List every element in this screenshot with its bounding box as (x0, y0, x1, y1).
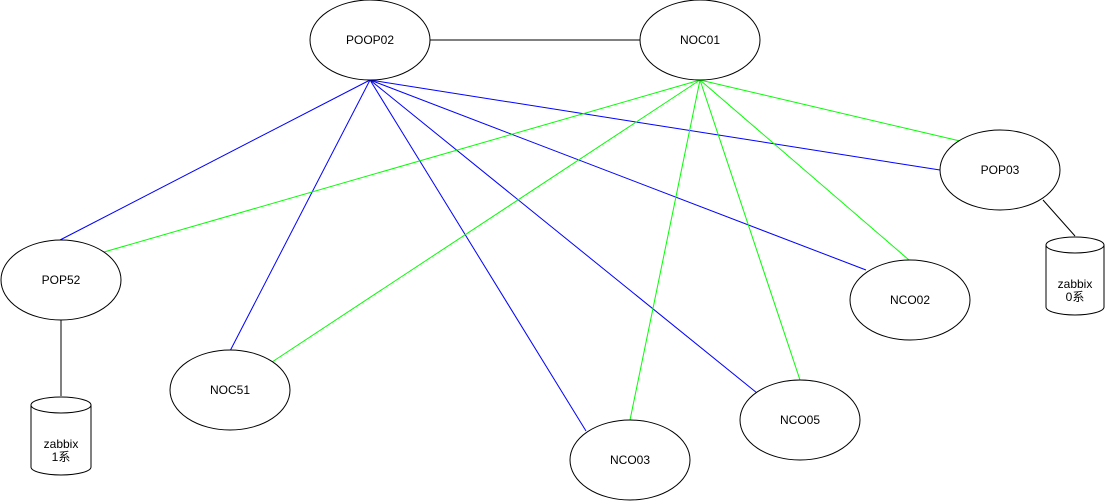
node-label: NCO05 (780, 413, 820, 427)
ellipse-shape (849, 259, 971, 341)
database-label-line2: 1系 (52, 450, 71, 464)
database-label-line1: zabbix (44, 437, 79, 451)
link-poop02-nco05 (369, 79, 758, 394)
ellipse-shape (569, 419, 691, 501)
ellipse-shape (639, 0, 761, 81)
link-noc01-nco05 (699, 79, 801, 381)
cylinder-icon (1045, 236, 1105, 316)
node-label: POP03 (981, 163, 1020, 177)
link-noc01-nco03 (629, 79, 701, 421)
ellipse-shape (309, 0, 431, 81)
database-label-line1: zabbix (1058, 277, 1093, 291)
link-noc01-nco02 (699, 79, 910, 261)
ellipse-shape (0, 239, 122, 321)
node-label: NCO03 (610, 453, 650, 467)
cylinder-top (30, 404, 92, 414)
ellipse-shape (939, 129, 1061, 211)
link-poop02-nco03 (369, 79, 587, 432)
link-noc01-noc51 (271, 79, 701, 363)
node-poop02[interactable]: POOP02 (309, 0, 431, 81)
database-zabbix1[interactable]: zabbix 1系 (30, 396, 92, 476)
node-nco05[interactable]: NCO05 (739, 379, 861, 461)
node-label: POP52 (42, 273, 81, 287)
node-noc01[interactable]: NOC01 (639, 0, 761, 81)
ellipse-shape (169, 349, 291, 431)
node-label: NOC51 (210, 383, 250, 397)
ellipse-shape (739, 379, 861, 461)
node-nco03[interactable]: NCO03 (569, 419, 691, 501)
node-label: NCO02 (890, 293, 930, 307)
link-poop02-pop03 (369, 79, 941, 171)
database-zabbix0[interactable]: zabbix 0系 (1045, 236, 1105, 316)
node-pop03[interactable]: POP03 (939, 129, 1061, 211)
node-pop52[interactable]: POP52 (0, 239, 122, 321)
links (59, 39, 1076, 432)
link-poop02-pop52 (59, 79, 371, 241)
database-label-line2: 0系 (1066, 290, 1085, 304)
cylinder-top (1045, 244, 1105, 254)
node-label: NOC01 (680, 33, 720, 47)
link-noc01-pop52 (103, 79, 701, 253)
node-noc51[interactable]: NOC51 (169, 349, 291, 431)
link-noc01-pop03 (699, 79, 961, 142)
link-poop02-nco02 (369, 79, 867, 271)
node-nco02[interactable]: NCO02 (849, 259, 971, 341)
cylinder-icon (30, 396, 92, 476)
node-label: POOP02 (346, 33, 394, 47)
link-poop02-noc51 (229, 79, 371, 352)
link-pop03-zabbix0 (1042, 199, 1076, 237)
